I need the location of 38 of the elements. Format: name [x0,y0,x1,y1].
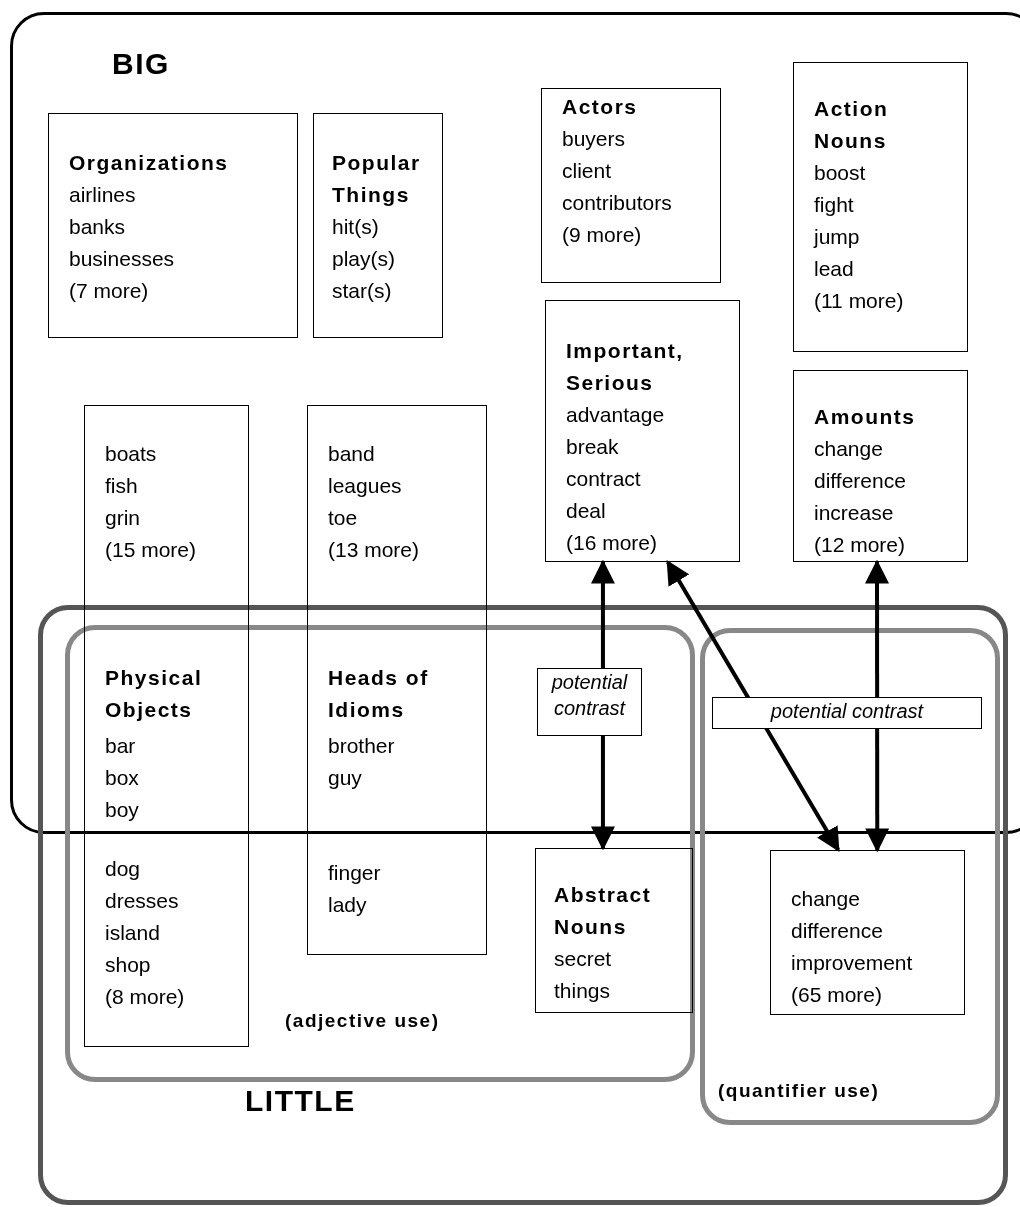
word-list: buyers client contributors (9 more) [562,123,672,251]
category-heading: Organizations [69,150,229,176]
word-list: change difference increase (12 more) [814,433,906,561]
region-label: (quantifier use) [718,1079,880,1103]
region-outline [38,605,1008,1205]
category-box [535,848,693,1013]
word-list: dog dresses island shop (8 more) [105,853,185,1013]
category-column [307,405,487,955]
edge-label: potential contrast [537,668,642,736]
category-box [545,300,740,562]
word-list: finger lady [328,857,381,921]
region-label: BIG [112,48,170,80]
word-list: change difference improvement (65 more) [791,883,913,1011]
category-box [793,62,968,352]
region-label: (adjective use) [285,1009,440,1033]
category-box [313,113,443,338]
double-arrow [865,559,890,853]
region-outline [700,628,1000,1125]
region-label: LITTLE [245,1085,356,1117]
word-list: hit(s) play(s) star(s) [332,211,395,307]
category-heading: Actors [562,94,638,120]
category-box [48,113,298,338]
double-arrow [666,559,840,853]
region-outline [65,625,695,1082]
category-box [770,850,965,1015]
word-list: advantage break contract deal (16 more) [566,399,665,559]
word-list: bar box boy [105,730,139,826]
word-list: brother guy [328,730,395,794]
word-list: airlines banks businesses (7 more) [69,179,175,307]
word-list: band leagues toe (13 more) [328,438,420,566]
word-list: boost fight jump lead (11 more) [814,157,904,317]
category-box [541,88,721,283]
category-column [84,405,249,1047]
word-list: boats fish grin (15 more) [105,438,197,566]
category-box [793,370,968,562]
word-list: secret things [554,943,612,1007]
edge-label: potential contrast [712,697,982,729]
category-heading: Amounts [814,404,916,430]
